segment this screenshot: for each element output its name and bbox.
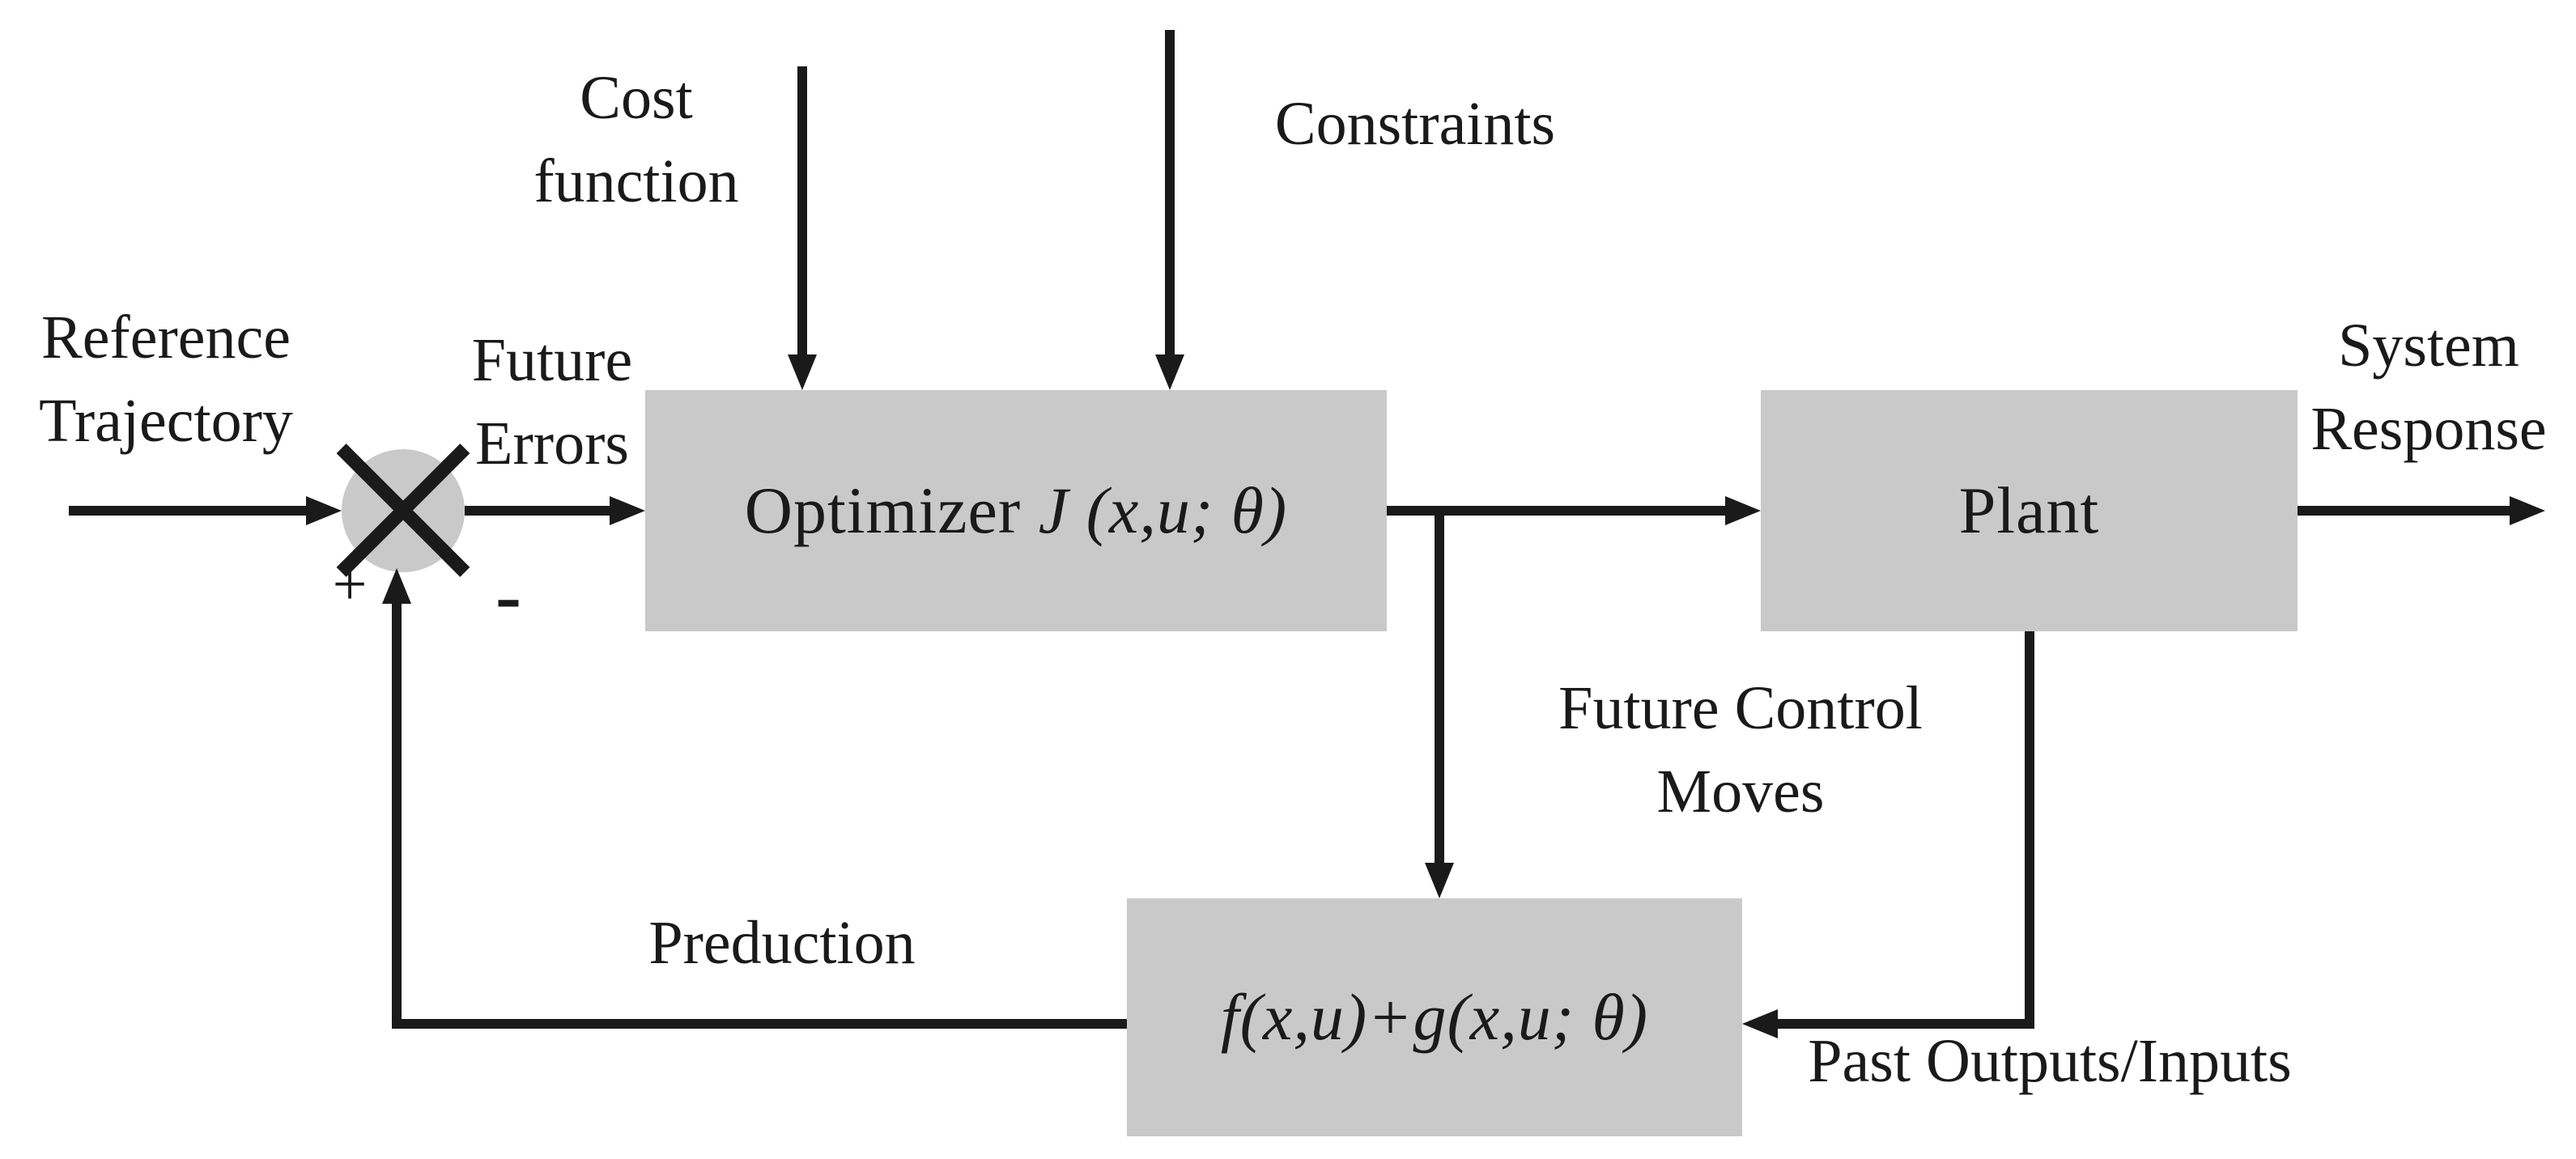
- control-moves-line: [1435, 511, 1444, 864]
- plant-feedback-vertical-line: [2025, 631, 2034, 1029]
- prediction-label: Preduction: [648, 909, 916, 977]
- reference-trajectory-line2: Trajectory: [39, 387, 293, 455]
- optimizer-to-plant-line: [1387, 506, 1725, 516]
- constraints-line: [1165, 30, 1175, 356]
- reference-input-arrowhead-icon: [306, 496, 342, 525]
- cost-function-label: Cost function: [474, 57, 798, 223]
- system-response-arrowhead-icon: [2510, 496, 2545, 525]
- plant-feedback-horizontal-line: [1778, 1019, 2034, 1029]
- cost-function-line: [797, 66, 807, 356]
- constraints-arrowhead-icon: [1155, 354, 1184, 390]
- past-outputs-inputs-label: Past Outputs/Inputs: [1808, 1027, 2292, 1095]
- future-errors-line2: Errors: [475, 410, 629, 478]
- constraints-label: Constraints: [1274, 90, 1556, 158]
- future-errors-arrowhead-icon: [610, 496, 645, 525]
- prediction-model-block: f(x,u)+g(x,u; θ): [1127, 898, 1742, 1136]
- system-response-line2: Response: [2310, 395, 2547, 463]
- optimizer-to-plant-arrowhead-icon: [1725, 496, 1761, 525]
- cost-function-line2: function: [533, 147, 739, 215]
- future-control-moves-line2: Moves: [1656, 758, 1825, 826]
- prediction-feedback-arrowhead-icon: [382, 568, 411, 604]
- minus-sign: -: [495, 551, 521, 639]
- system-response-label: System Response: [2283, 304, 2574, 471]
- future-control-moves-line1: Future Control: [1558, 674, 1923, 742]
- cost-function-line1: Cost: [580, 64, 693, 132]
- control-moves-arrowhead-icon: [1425, 863, 1454, 898]
- plant-block-label: Plant: [1958, 473, 2100, 547]
- reference-input-line: [69, 506, 306, 516]
- reference-trajectory-line1: Reference: [41, 304, 291, 371]
- plant-block: Plant: [1761, 390, 2298, 631]
- future-control-moves-label: Future Control Moves: [1498, 667, 1983, 834]
- optimizer-block-label: Optimizer J (x,u; θ): [744, 473, 1288, 547]
- prediction-feedback-vertical-line: [392, 604, 402, 1029]
- system-response-line1: System: [2338, 312, 2519, 380]
- plant-feedback-arrowhead-icon: [1742, 1009, 1778, 1038]
- prediction-feedback-horizontal-line: [392, 1019, 1127, 1029]
- reference-trajectory-label: Reference Trajectory: [8, 296, 324, 463]
- future-errors-line1: Future: [471, 326, 633, 394]
- cost-function-arrowhead-icon: [788, 354, 817, 390]
- future-errors-line: [465, 506, 610, 516]
- future-errors-label: Future Errors: [431, 319, 674, 486]
- optimizer-block: Optimizer J (x,u; θ): [645, 390, 1387, 631]
- plus-sign: +: [332, 550, 368, 618]
- prediction-model-formula: f(x,u)+g(x,u; θ): [1220, 980, 1649, 1054]
- system-response-line: [2298, 506, 2510, 516]
